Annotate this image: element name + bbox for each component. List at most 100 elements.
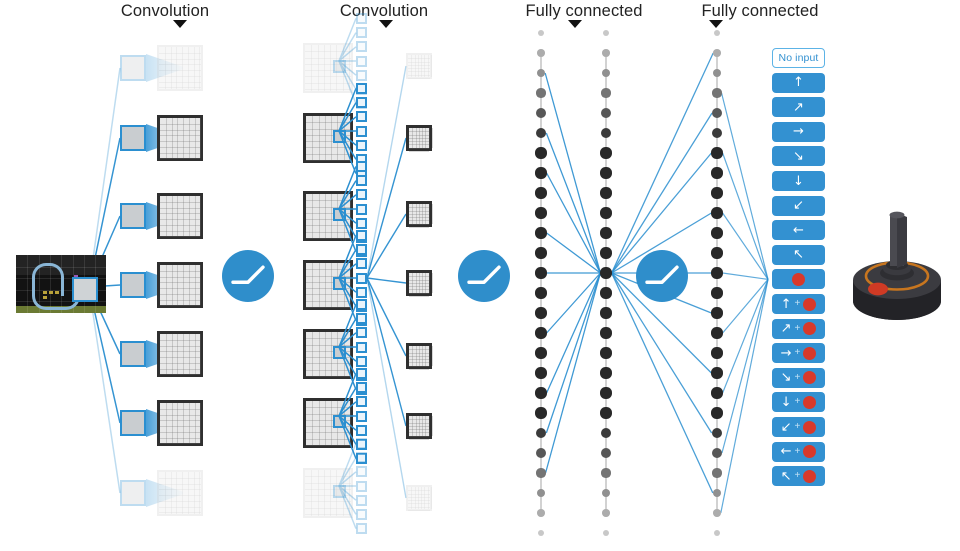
- grid-line: [160, 201, 200, 203]
- grid-line: [424, 55, 426, 77]
- grid-line: [342, 45, 344, 91]
- grid-line: [165, 196, 167, 236]
- grid-line: [409, 134, 429, 136]
- grid-line: [415, 204, 417, 224]
- conv2-output-unit: [356, 97, 367, 109]
- grid-line: [160, 293, 200, 295]
- grid-line: [306, 419, 350, 421]
- action-button-fire[interactable]: [772, 269, 825, 290]
- fc3-node: [711, 267, 723, 279]
- action-button-left[interactable]: ←: [772, 220, 825, 241]
- conv2-output-unit: [356, 494, 367, 506]
- action-button-down-right-fire[interactable]: ↘+: [772, 367, 825, 388]
- grid-line: [422, 346, 423, 366]
- grid-line: [409, 362, 429, 364]
- grid-line: [306, 159, 350, 161]
- fc1-node: [536, 468, 546, 478]
- grid-line: [306, 231, 350, 233]
- fire-button-icon: [803, 346, 817, 360]
- relu-activation-badge: [222, 250, 274, 302]
- action-button-no-input[interactable]: No input: [772, 48, 825, 68]
- grid-line: [409, 295, 429, 297]
- plus-sign: +: [794, 322, 801, 334]
- conv1-patch: [120, 272, 146, 298]
- action-button-down-left-fire[interactable]: ↙+: [772, 417, 825, 437]
- fc2-node: [601, 88, 611, 98]
- grid-line: [318, 116, 320, 160]
- grid-line: [409, 419, 429, 421]
- grid-line: [330, 470, 331, 516]
- grid-line: [305, 482, 351, 484]
- conv2-output-map: [406, 270, 433, 297]
- grid-line: [312, 332, 314, 376]
- fc2-node: [600, 367, 612, 379]
- grid-line: [306, 294, 350, 296]
- grid-line: [183, 403, 184, 443]
- fc1-node: [535, 427, 547, 439]
- fc3-node: [711, 147, 723, 159]
- grid-line: [409, 292, 429, 294]
- action-button-down[interactable]: ↓: [772, 171, 825, 191]
- plus-sign: +: [794, 396, 801, 408]
- action-button-up-left-fire[interactable]: ↖+: [772, 466, 825, 487]
- action-button-left-fire[interactable]: ←+: [772, 441, 825, 462]
- grid-line: [16, 266, 106, 268]
- receptive-field-cone: [146, 54, 183, 82]
- action-button-right-fire[interactable]: →+: [772, 343, 825, 364]
- grid-line: [312, 263, 314, 307]
- fc1-node: [537, 509, 545, 517]
- grid-line: [177, 265, 179, 305]
- grid-line: [414, 487, 416, 509]
- grid-line: [160, 345, 200, 347]
- grid-line: [428, 128, 430, 148]
- grid-line: [430, 55, 432, 77]
- conv2-output-map: [406, 201, 433, 228]
- action-button-up-fire[interactable]: ↑+: [772, 294, 825, 314]
- conv2-feature-map: [303, 329, 353, 379]
- grid-line: [306, 237, 350, 239]
- grid-line: [306, 357, 350, 358]
- fc1-node: [535, 407, 547, 419]
- grid-line: [188, 265, 190, 305]
- grid-line: [306, 426, 350, 427]
- grid-line: [159, 70, 201, 71]
- grid-line: [306, 413, 350, 415]
- action-button-down-right[interactable]: ↘: [772, 146, 825, 167]
- action-button-up-right-fire[interactable]: ↗+: [772, 318, 825, 339]
- fc3-node: [713, 49, 721, 57]
- fc3-node: [712, 448, 722, 458]
- fc3-node: [713, 529, 721, 537]
- grid-line: [408, 496, 430, 498]
- grid-line: [318, 263, 320, 307]
- action-button-up-left[interactable]: ↖: [772, 244, 825, 265]
- action-button-up-right[interactable]: ↗: [772, 97, 825, 118]
- conv2-output-map: [406, 125, 433, 152]
- grid-line: [306, 122, 350, 124]
- action-button-down-fire[interactable]: ↓+: [772, 392, 825, 413]
- fc1-node: [535, 307, 547, 319]
- grid-line: [306, 225, 350, 227]
- arrow-icon-down-fire: ↓: [780, 394, 792, 410]
- grid-line: [306, 153, 350, 155]
- action-button-down-left[interactable]: ↙: [772, 195, 825, 216]
- grid-line: [411, 55, 413, 77]
- conv2-output-unit: [356, 452, 367, 464]
- conv2-output-unit: [356, 341, 367, 353]
- fc1-node: [535, 247, 547, 259]
- fire-button-icon: [803, 395, 817, 409]
- action-button-right[interactable]: →: [772, 121, 825, 142]
- conv1-feature-map: [157, 45, 203, 91]
- grid-line: [160, 368, 200, 370]
- fc2-node: [601, 68, 611, 78]
- conv2-output-unit: [356, 125, 367, 137]
- action-button-up[interactable]: ↑: [772, 72, 825, 93]
- grid-line: [349, 332, 351, 376]
- grid-line: [425, 128, 427, 148]
- grid-line: [170, 472, 172, 514]
- grid-line: [428, 273, 430, 293]
- conv2-output-unit: [356, 82, 367, 94]
- receptive-field-cone: [146, 479, 183, 507]
- grid-line: [194, 118, 196, 158]
- grid-line: [409, 352, 429, 354]
